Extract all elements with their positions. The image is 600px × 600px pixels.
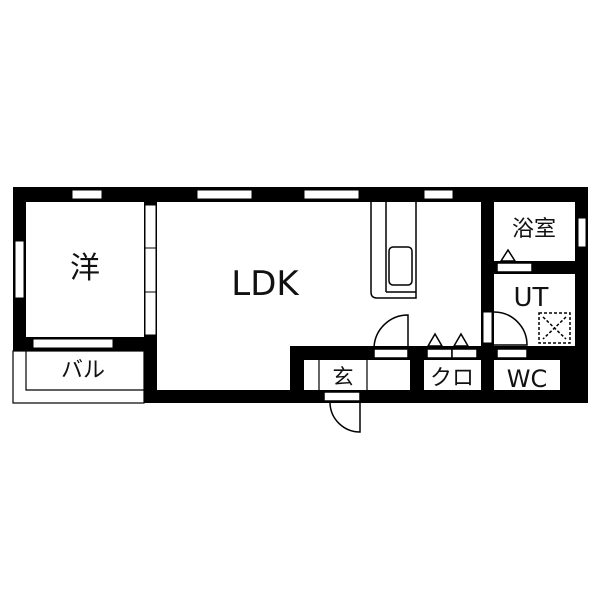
lower-rooms [304,360,560,390]
room-label-balcony: バル [61,358,105,383]
balcony [12,350,145,404]
windows [14,189,587,349]
doors [323,248,533,433]
entrance-step [318,360,368,390]
room-label-western: 洋 [70,251,100,286]
room-label-bathroom: 浴室 [512,217,556,242]
room-label-closet: クロ [430,366,474,391]
room-label-toilet: WC [507,365,548,393]
washing-machine-icon [538,312,571,344]
room-label-utility: UT [514,283,549,313]
sink-icon [388,246,413,286]
room-label-ldk: LDK [231,264,300,304]
room-label-entrance: 玄 [333,365,354,389]
kitchen-counter [370,202,417,299]
